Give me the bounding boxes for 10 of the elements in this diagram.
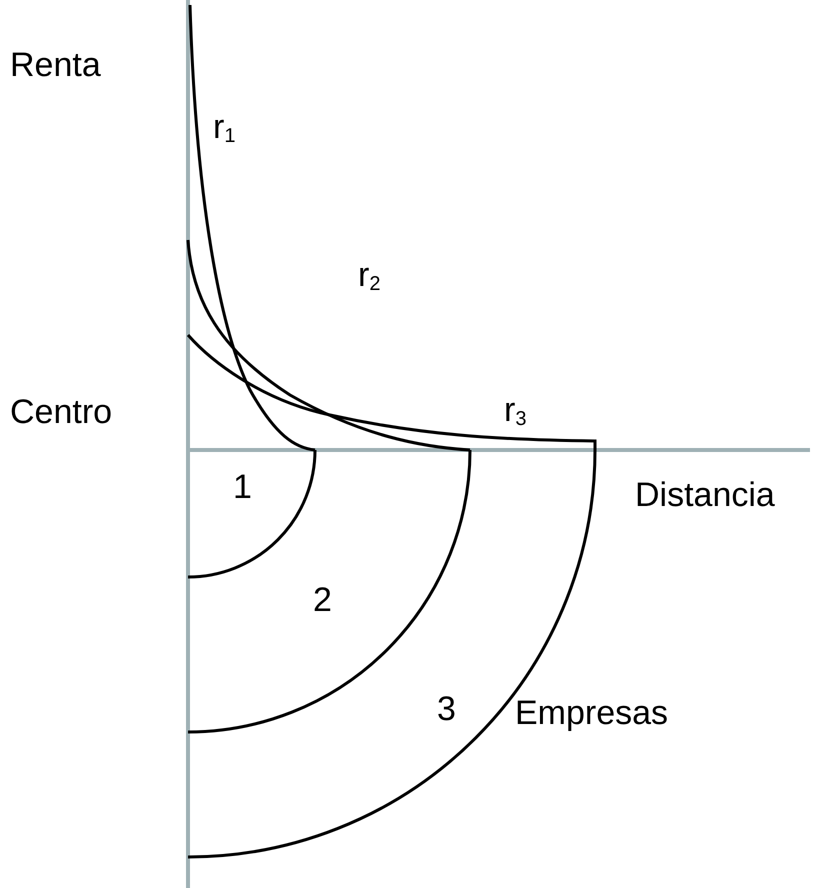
zone-number: 3 [437,692,456,726]
axis-label: Renta [10,48,101,82]
axis-label: Centro [10,395,112,429]
curve-label: r$_{2}$ [358,258,380,294]
axis-label: Distancia [635,478,775,512]
curve-label: r$_{1}$ [213,110,236,146]
zone-number: 1 [233,470,252,504]
curve-label: r$_{3}$ [504,393,526,429]
zone-title: Empresas [515,696,668,730]
zone-number: 2 [313,583,332,617]
